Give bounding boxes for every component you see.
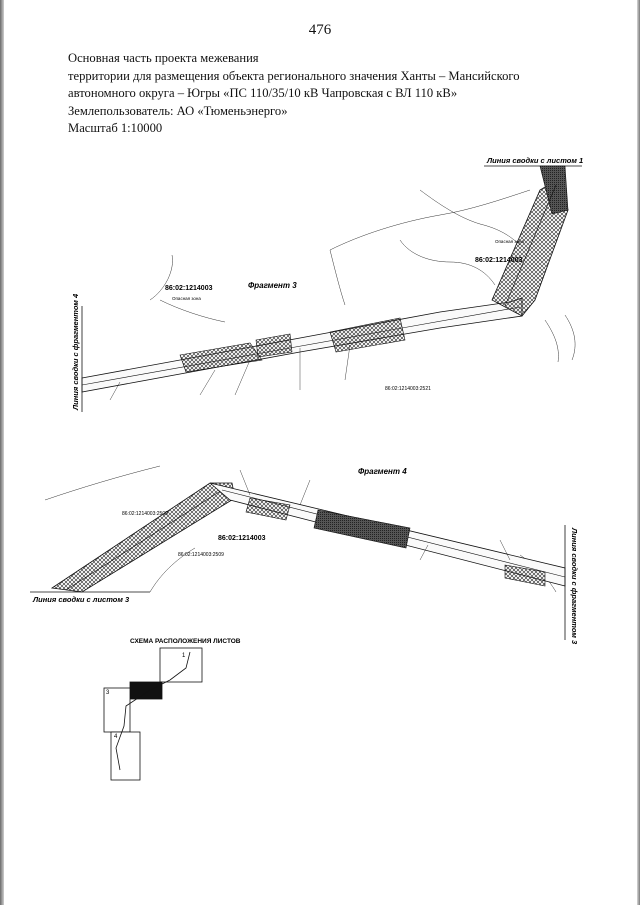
leader-line	[109, 381, 121, 401]
contour-line	[329, 249, 346, 306]
header-line-scale: Масштаб 1:10000	[68, 121, 163, 135]
zone-label-left: Опасная зона	[172, 296, 201, 301]
sheet-layout-scheme: СХЕМА РАСПОЛОЖЕНИЯ ЛИСТОВ 1 3 4	[103, 638, 241, 781]
leader-line	[234, 359, 251, 396]
hatched-area	[245, 497, 291, 521]
contour-line	[419, 189, 521, 246]
parcel-label-main: 86:02:1214003	[218, 535, 266, 542]
hatched-area	[255, 333, 293, 358]
corridor-strip	[81, 297, 523, 393]
scan-edge-left	[0, 0, 4, 905]
sheet-frame-4	[110, 731, 141, 781]
leader-line	[299, 479, 311, 506]
scheme-title: СХЕМА РАСПОЛОЖЕНИЯ ЛИСТОВ	[130, 638, 241, 645]
contour-line	[44, 465, 161, 501]
scheme-sheet-1-label: 1	[182, 653, 186, 659]
hatched-area	[179, 342, 263, 373]
header-line-user: Землепользователь: АО «Тюменьэнерго»	[68, 103, 288, 118]
contour-line	[544, 319, 559, 363]
leader-line	[419, 544, 429, 561]
parcel-label-upper: 86:02:1214003:2509	[122, 511, 168, 517]
fragment-4: Линия сводки с листом 3 Линия сводки с ф…	[30, 465, 579, 645]
page-number: 476	[308, 22, 332, 38]
power-line-axis	[504, 184, 557, 307]
contour-line	[149, 254, 173, 301]
fragment-3: Линия сводки с листом 1 Линия сводки с ф…	[71, 156, 583, 412]
parcel-label-lower: 86:02:1214003:2509	[178, 552, 224, 558]
fragment-4-title: Фрагмент 4	[358, 467, 407, 476]
sheet-current	[129, 681, 163, 700]
edge-label-right: Линия сводки с фрагментом 3	[570, 527, 579, 645]
leader-line	[344, 344, 351, 381]
sheet-frame-1	[159, 647, 203, 683]
contour-line	[564, 314, 576, 361]
contour-line	[149, 547, 196, 593]
contour-line	[329, 189, 531, 251]
scheme-sheet-3-label: 3	[106, 690, 110, 696]
edge-label-bottom: Линия сводки с листом 3	[32, 595, 130, 604]
edge-label-left: Линия сводки с фрагментом 4	[71, 293, 80, 411]
hatched-area	[504, 564, 546, 587]
power-line-axis	[65, 489, 223, 591]
scheme-route-line	[115, 651, 191, 771]
parcel-label-main: 86:02:1214003	[165, 285, 213, 292]
hatched-area	[329, 317, 406, 353]
scheme-sheet-4-label: 4	[114, 734, 118, 740]
header-line-title: Основная часть проекта межевания	[68, 51, 259, 65]
contour-line	[399, 239, 496, 286]
dense-hatched-area	[313, 509, 411, 549]
leader-line	[499, 539, 511, 561]
document-header: Основная часть проекта межевания террито…	[68, 50, 568, 138]
header-line-territory: территории для размещения объекта регион…	[68, 68, 520, 83]
parcel-label-right: 86:02:1214003	[475, 257, 523, 264]
zone-label-right: Опасная зона	[495, 239, 524, 244]
parcel-label-lower: 86:02:1214003:2521	[385, 386, 431, 392]
fragment-3-title: Фрагмент 3	[248, 281, 297, 290]
edge-label-top: Линия сводки с листом 1	[486, 156, 583, 165]
leader-line	[239, 469, 251, 496]
contour-line	[159, 299, 226, 323]
power-line-axis	[81, 306, 521, 386]
header-line-object: автономного округа – Югры «ПС 110/35/10 …	[68, 86, 458, 100]
leader-line	[199, 369, 216, 396]
scan-edge-right	[637, 0, 640, 905]
